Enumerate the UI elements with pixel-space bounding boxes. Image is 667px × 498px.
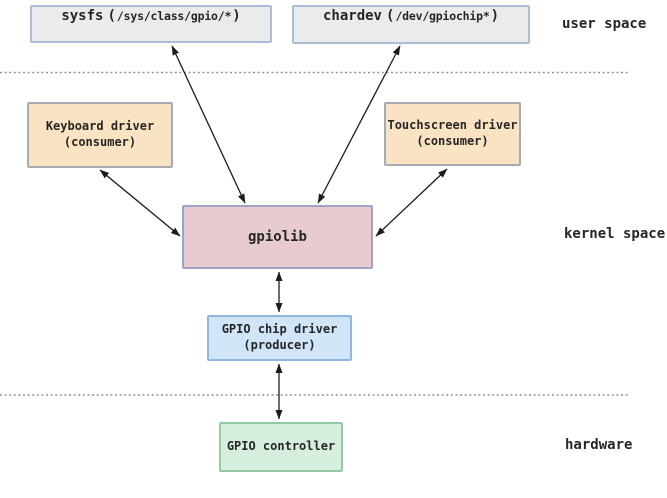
label-kernel-space: kernel space xyxy=(564,226,666,242)
sysfs-name: sysfs xyxy=(61,8,104,24)
sysfs-paren-close: ) xyxy=(232,8,241,24)
chardev-paren-close: ) xyxy=(490,8,500,24)
gpio-chip-driver-label-line1: GPIO chip driver xyxy=(221,322,338,337)
box-gpio-chip-driver: GPIO chip driver (producer) xyxy=(207,315,352,361)
box-sysfs: sysfs(/sys/class/gpio/*) xyxy=(30,5,272,43)
touchscreen-driver-label-line1: Touchscreen driver xyxy=(387,118,518,133)
chardev-name: chardev xyxy=(322,8,382,24)
gpiolib-label: gpiolib xyxy=(247,228,307,245)
arrow-gpiolib-touchscreen-driver xyxy=(375,168,448,237)
label-hardware: hardware xyxy=(565,437,633,453)
keyboard-driver-label-line1: Keyboard driver xyxy=(45,119,155,134)
keyboard-driver-label-line2: (consumer) xyxy=(63,135,137,149)
arrow-gpiolib-keyboard-driver xyxy=(99,169,181,237)
label-user-space: user space xyxy=(562,16,647,32)
chardev-paren-open: ( xyxy=(386,8,395,24)
box-gpiolib: gpiolib xyxy=(182,205,373,269)
touchscreen-driver-label-line2: (consumer) xyxy=(416,134,489,148)
box-chardev: chardev(/dev/gpiochip*) xyxy=(292,5,530,44)
box-gpio-controller: GPIO controller xyxy=(219,422,343,472)
arrow-gpiolib-chardev xyxy=(317,45,401,204)
box-keyboard-driver: Keyboard driver (consumer) xyxy=(27,102,173,168)
arrow-gpiolib-sysfs xyxy=(171,45,246,204)
box-touchscreen-driver: Touchscreen driver (consumer) xyxy=(384,102,521,166)
chardev-path: /dev/gpiochip* xyxy=(395,9,490,23)
sysfs-paren-open: ( xyxy=(107,8,116,24)
gpio-chip-driver-label-line2: (producer) xyxy=(243,338,316,352)
sysfs-path: /sys/class/gpio/* xyxy=(116,9,232,23)
gpio-controller-label: GPIO controller xyxy=(226,439,336,454)
